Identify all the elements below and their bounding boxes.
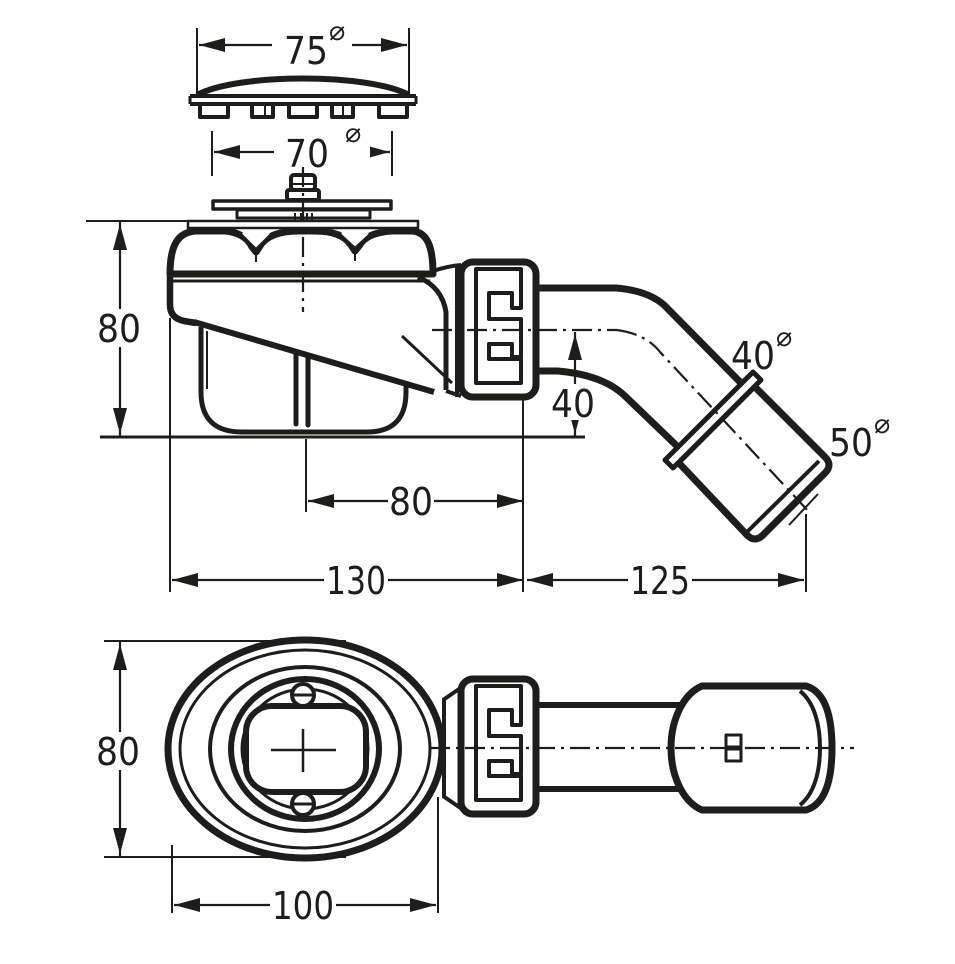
arrowhead	[199, 38, 225, 52]
dim-label-outlet-pipe-diameter: 40	[731, 334, 775, 378]
dim-label-body-height: 80	[97, 307, 141, 351]
dim-label-body-length: 130	[326, 559, 386, 603]
cap-dome-outline	[195, 75, 411, 98]
dim-cap-diameter: 75 ⌀	[196, 16, 410, 97]
cap-foot	[287, 102, 319, 119]
socket-clip-mark	[724, 747, 743, 763]
arrowhead	[113, 644, 127, 670]
cap-side-view	[188, 75, 418, 119]
trap-top-view	[164, 636, 854, 862]
dim-top-view-height: 80	[95, 640, 346, 858]
dim-outlet-axis-height: 40	[550, 332, 596, 436]
top-view-ring	[208, 665, 402, 833]
socket-end-face-inner-line	[744, 459, 821, 535]
trap-diagonal	[193, 319, 435, 395]
diameter-symbol: ⌀	[329, 16, 345, 47]
trap-crown	[166, 227, 437, 278]
arrowhead	[778, 573, 804, 587]
union-nut-castellation	[474, 267, 523, 385]
arrowhead	[568, 334, 582, 360]
arrowhead	[308, 494, 334, 508]
trap-left-wall	[166, 274, 197, 327]
dim-outlet-length: 125	[527, 514, 807, 603]
diameter-symbol: ⌀	[874, 409, 890, 440]
trap-flange	[186, 219, 420, 230]
outlet-centerline-diagonal	[616, 328, 811, 514]
label-socket-diameter: 50 ⌀	[829, 409, 890, 465]
arrowhead	[410, 898, 436, 912]
top-view-ring	[228, 676, 382, 822]
dim-label-socket-diameter: 50	[829, 421, 873, 465]
dim-label-top-view-height: 80	[96, 730, 140, 774]
dim-center-to-outlet: 80	[305, 396, 524, 592]
arrowhead	[364, 145, 390, 159]
dim-body-height: 80	[86, 220, 188, 436]
arrowhead	[527, 573, 553, 587]
dim-label-outlet-axis-height: 40	[551, 382, 595, 426]
trap-cup	[198, 327, 409, 435]
arrowhead	[214, 145, 240, 159]
pipe-stop-flange	[662, 369, 764, 471]
socket-clip-mark	[724, 733, 743, 749]
dim-body-length: 130	[169, 318, 523, 603]
union-nut-castellation	[474, 684, 523, 802]
outlet-pipe-top-edge	[536, 284, 744, 386]
cap-foot	[250, 102, 275, 119]
arrowhead	[113, 408, 127, 434]
dim-label-cap-diameter: 75	[284, 29, 328, 73]
arrowhead	[497, 494, 523, 508]
arrowhead	[497, 573, 523, 587]
outlet-pipe-bottom-edge	[536, 367, 681, 450]
label-outlet-pipe-diameter: 40 ⌀	[731, 322, 792, 378]
diameter-symbol: ⌀	[776, 322, 792, 353]
trap-side-view	[100, 167, 833, 543]
dim-label-outlet-length: 125	[630, 559, 690, 603]
cap-foot	[377, 102, 409, 119]
dim-label-rosette-diameter: 70	[285, 132, 329, 176]
arrowhead	[113, 828, 127, 854]
cap-foot	[198, 102, 230, 119]
arrowhead	[172, 573, 198, 587]
dim-label-top-view-width: 100	[272, 884, 334, 928]
diameter-symbol: ⌀	[345, 118, 361, 149]
arrowhead	[174, 898, 200, 912]
dim-rosette-diameter: 70 ⌀	[211, 118, 393, 176]
arrowhead	[113, 224, 127, 250]
dim-label-center-to-outlet: 80	[389, 480, 433, 524]
centerline-end-tick	[788, 493, 819, 526]
outlet-cone	[416, 274, 449, 390]
dim-top-view-width: 100	[171, 797, 439, 928]
arrowhead	[381, 38, 407, 52]
